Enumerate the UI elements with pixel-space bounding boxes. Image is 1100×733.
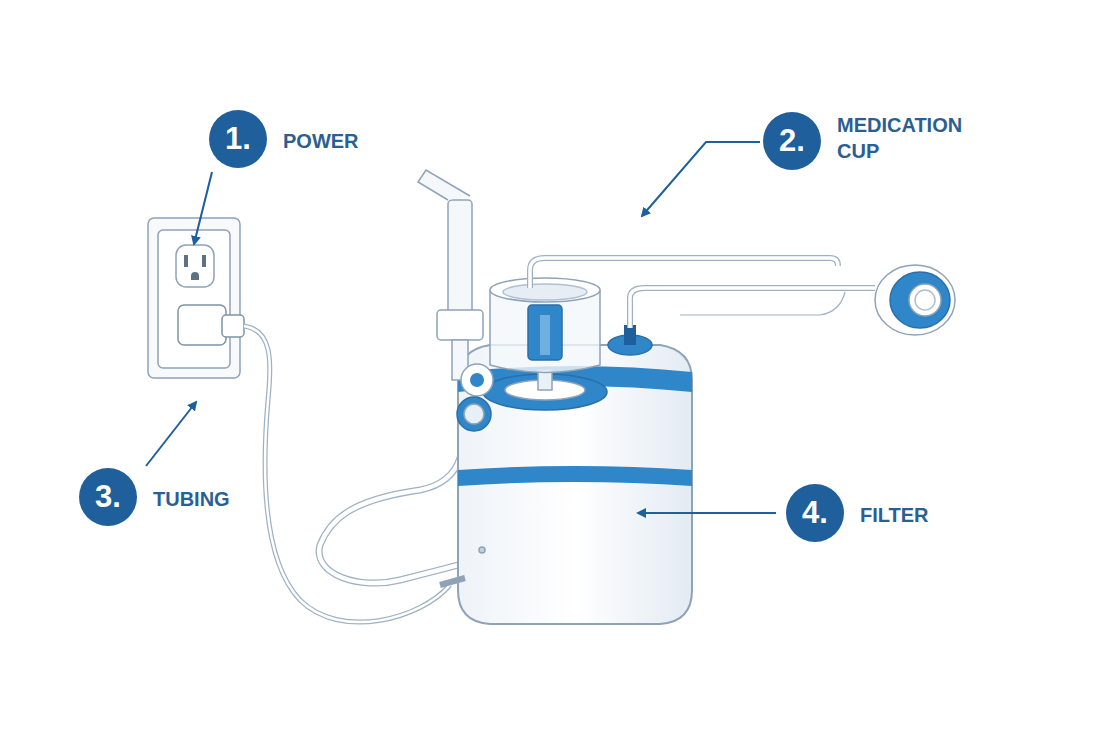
callout: 2. MEDICATION CUP <box>763 112 991 170</box>
callout: 3. TUBING <box>79 468 277 526</box>
part-label: TUBING <box>153 486 273 512</box>
part-label: POWER <box>283 128 403 154</box>
callout-number: 2. <box>763 112 821 170</box>
part-label: MEDICATION CUP <box>837 112 987 164</box>
callout-number: 1. <box>209 110 267 168</box>
part-label: FILTER <box>860 502 980 528</box>
callout-number: 3. <box>79 468 137 526</box>
callout: 4. FILTER <box>786 484 984 542</box>
callout: 1. POWER <box>209 110 407 168</box>
callout-number: 4. <box>786 484 844 542</box>
